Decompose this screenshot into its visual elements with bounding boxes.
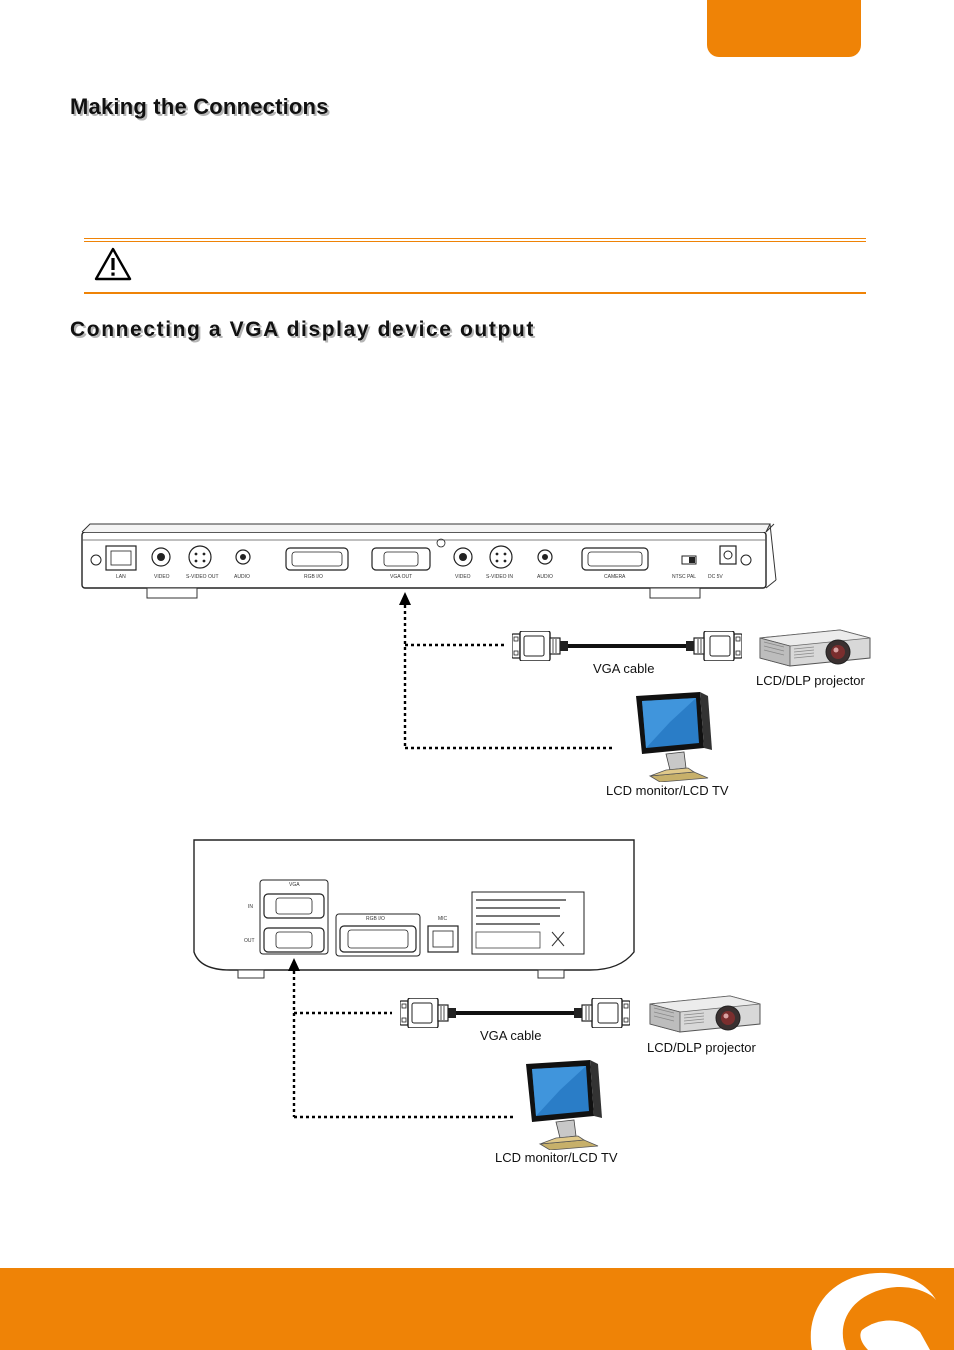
vga-cable-label: VGA cable xyxy=(480,1028,541,1043)
svg-text:LAN: LAN xyxy=(116,574,126,580)
svg-text:VIDEO: VIDEO xyxy=(455,574,471,580)
arrow-up-icon xyxy=(288,958,300,971)
svg-text:NTSC PAL: NTSC PAL xyxy=(672,574,696,580)
monitor-label: LCD monitor/LCD TV xyxy=(495,1150,618,1165)
header-tab xyxy=(707,0,861,57)
second-device: VGA IN OUT RGB I/O MIC xyxy=(193,839,635,979)
section-title: Making the Connections xyxy=(70,94,329,119)
projector-label: LCD/DLP projector xyxy=(647,1040,757,1055)
svg-text:S-VIDEO IN: S-VIDEO IN xyxy=(486,574,513,580)
projector-label: LCD/DLP projector xyxy=(756,673,866,688)
swoosh-logo-icon xyxy=(810,1272,936,1350)
svg-text:S-VIDEO OUT: S-VIDEO OUT xyxy=(186,574,219,580)
caution-bottom-rule xyxy=(84,292,866,294)
rear-panel-device: LAN VIDEO S-VIDEO OUT AUDIO RGB I/O VGA … xyxy=(81,523,777,599)
monitor-icon xyxy=(525,1060,603,1150)
vga-cable-2 xyxy=(400,998,630,1028)
vga-cable-1 xyxy=(512,631,742,661)
svg-text:VIDEO: VIDEO xyxy=(154,574,170,580)
svg-text:AUDIO: AUDIO xyxy=(537,574,553,580)
caution-top-rule xyxy=(84,238,866,242)
projector-icon xyxy=(649,995,761,1033)
warning-triangle-icon xyxy=(94,247,132,281)
subsection-title: Connecting a VGA display device output xyxy=(70,318,535,341)
monitor-label: LCD monitor/LCD TV xyxy=(606,783,729,798)
svg-text:VGA: VGA xyxy=(289,882,300,888)
vga-cable-label: VGA cable xyxy=(593,661,654,676)
svg-text:CAMERA: CAMERA xyxy=(604,574,626,580)
svg-text:VGA OUT: VGA OUT xyxy=(390,574,412,580)
svg-text:DC 5V: DC 5V xyxy=(708,574,723,580)
svg-text:AUDIO: AUDIO xyxy=(234,574,250,580)
monitor-icon xyxy=(635,692,713,782)
svg-text:MIC: MIC xyxy=(438,916,448,922)
svg-text:IN: IN xyxy=(248,904,253,910)
footer-bar xyxy=(0,1268,954,1350)
caution-box xyxy=(84,238,866,294)
svg-text:OUT: OUT xyxy=(244,938,255,944)
svg-text:RGB I/O: RGB I/O xyxy=(366,916,385,922)
arrow-up-icon xyxy=(399,592,411,605)
svg-text:RGB I/O: RGB I/O xyxy=(304,574,323,580)
projector-icon xyxy=(759,629,871,667)
